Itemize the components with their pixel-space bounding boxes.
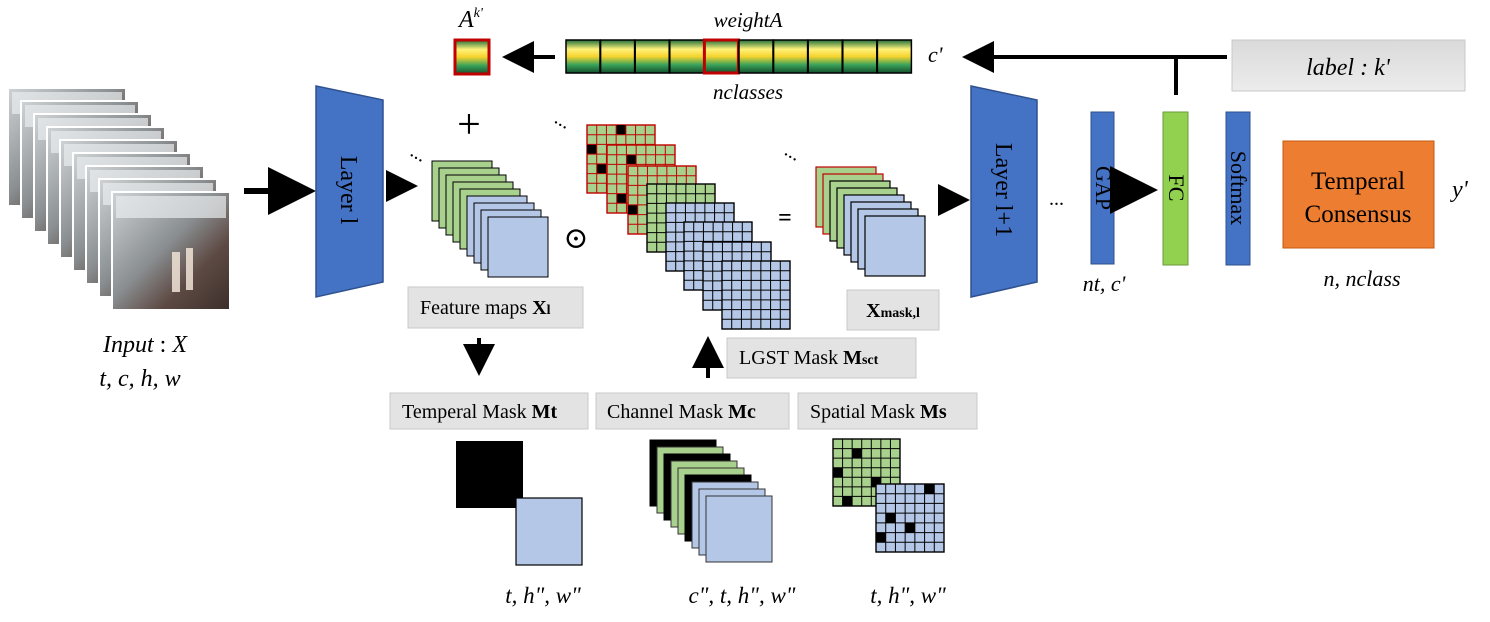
input-label: Input : X bbox=[102, 332, 188, 358]
channel-mask-label: Channel Mask Mc bbox=[607, 401, 756, 423]
consensus-line2: Consensus bbox=[1305, 201, 1412, 228]
a-k-cell bbox=[453, 38, 491, 76]
softmax-label: Softmax bbox=[1226, 151, 1251, 226]
temporal-mask-label: Temperal Mask Mt bbox=[402, 401, 558, 423]
label-box-text: label : k' bbox=[1306, 55, 1391, 81]
spatial-mask-grids bbox=[832, 438, 945, 553]
feature-map bbox=[487, 216, 549, 278]
weight-cell bbox=[876, 39, 913, 74]
channel-mask-dims: c", t, h", w" bbox=[689, 583, 796, 608]
channel-mask-map bbox=[705, 495, 773, 563]
layer-l1-label: Layer l+1 bbox=[990, 143, 1016, 237]
a-k-label: Ak' bbox=[457, 6, 484, 33]
consensus-line1: Temperal bbox=[1311, 168, 1405, 195]
ellipsis-grid: ... bbox=[551, 107, 575, 134]
consensus-dims: n, nclass bbox=[1324, 266, 1401, 291]
weight-cell bbox=[634, 39, 670, 74]
temporal-mask-blue bbox=[515, 497, 583, 566]
weight-bar bbox=[565, 38, 913, 75]
temporal-mask-dims: t, h", w" bbox=[505, 583, 581, 608]
label-box bbox=[1231, 39, 1466, 92]
weight-c-label: c' bbox=[928, 42, 943, 67]
weight-cell bbox=[772, 39, 809, 74]
weight-cell bbox=[702, 38, 740, 75]
layer-l1-block bbox=[970, 85, 1038, 298]
ellipsis-feature: ... bbox=[407, 140, 431, 167]
weight-cell bbox=[738, 39, 774, 74]
feature-maps-label: Feature maps Xl bbox=[420, 297, 551, 319]
layer-l-block bbox=[315, 85, 384, 298]
weight-cell bbox=[669, 39, 705, 74]
spatial-mask-dims: t, h", w" bbox=[870, 583, 946, 608]
weight-cell bbox=[565, 39, 601, 74]
feature-map-stack bbox=[431, 160, 549, 278]
fc-block bbox=[1162, 111, 1189, 266]
equals-operator: = bbox=[778, 205, 792, 231]
weight-bottom-label: nclasses bbox=[713, 80, 783, 104]
channel-mask-stack bbox=[649, 439, 773, 563]
ellipsis-output: ... bbox=[781, 139, 805, 166]
xmask-label: Xmask,l bbox=[866, 300, 920, 322]
masked-output-map bbox=[864, 215, 926, 277]
softmax-block bbox=[1225, 111, 1251, 266]
plus-operator: + bbox=[457, 102, 481, 148]
weight-cell bbox=[807, 39, 843, 74]
spatial-mask-grid bbox=[875, 483, 945, 553]
gap-dims: nt, c' bbox=[1083, 271, 1126, 296]
weight-cell bbox=[842, 39, 878, 74]
input-frame bbox=[111, 191, 231, 311]
input-frames bbox=[7, 87, 231, 311]
spatial-mask-label: Spatial Mask Ms bbox=[810, 401, 947, 423]
odot-operator: ⊙ bbox=[563, 222, 588, 255]
consensus-block bbox=[1282, 140, 1435, 249]
weight-top-label: weightA bbox=[714, 8, 783, 32]
consensus-output: y' bbox=[1450, 177, 1469, 203]
fc-label: FC bbox=[1164, 175, 1189, 202]
lgst-mask-label: LGST Mask Msct bbox=[739, 347, 879, 369]
temporal-mask-black bbox=[456, 441, 523, 508]
gap-label: GAP bbox=[1091, 166, 1116, 210]
masked-grid bbox=[721, 260, 791, 330]
layer-l-label: Layer l bbox=[335, 156, 361, 225]
weight-cell bbox=[599, 39, 636, 74]
ellipsis-after-layer: ... bbox=[1049, 188, 1064, 210]
masked-grid-stack bbox=[586, 124, 791, 330]
input-dims: t, c, h, w bbox=[99, 366, 180, 392]
masked-output-stack bbox=[815, 166, 926, 277]
